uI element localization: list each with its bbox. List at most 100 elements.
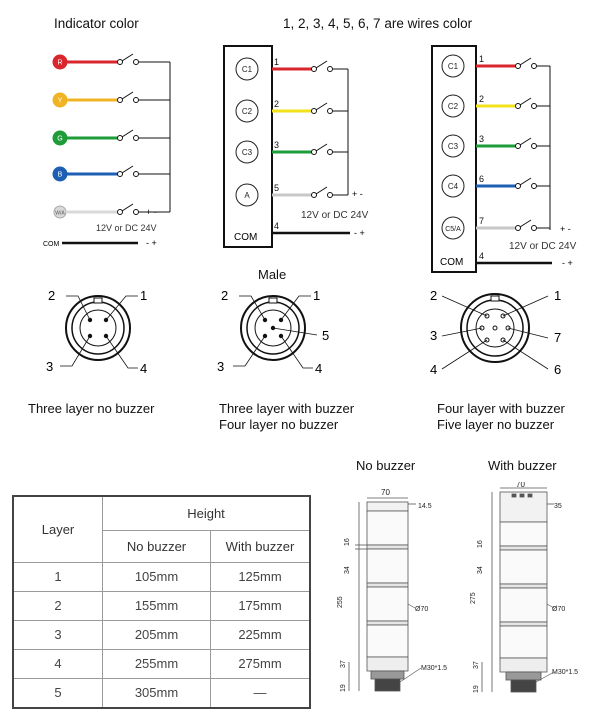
wire-number: 6 — [479, 174, 484, 184]
layer-cell: 4 — [12, 648, 103, 679]
diameter-dim: Ø70 — [415, 606, 428, 613]
com-terminal-label: COM — [440, 257, 463, 268]
pin-label: 2 — [430, 288, 437, 303]
polarity-top-label: + - — [352, 189, 363, 199]
with-buzzer-cell: 225mm — [210, 619, 311, 650]
switch-contact — [327, 149, 333, 155]
terminal-circle — [441, 216, 465, 240]
pin-label: 3 — [217, 359, 224, 374]
switch-contact — [311, 66, 317, 72]
switch-contact — [133, 135, 139, 141]
terminal-label: A — [244, 191, 250, 200]
switch-contact — [531, 143, 537, 149]
caption-three-layer-with-buzzer: Three layer with buzzer Four layer no bu… — [219, 401, 354, 433]
wire-number: 4 — [274, 221, 279, 231]
polarity-top-label: + - — [146, 207, 157, 217]
switch-contact — [133, 59, 139, 65]
com-terminal-label: COM — [234, 232, 257, 243]
indicator-letter: Y — [58, 98, 63, 105]
indicator-row: R — [52, 53, 170, 70]
layer-cell: 3 — [12, 619, 103, 650]
terminal-circle — [441, 134, 465, 158]
voltage-label: 12V or DC 24V — [509, 241, 577, 252]
polarity-bottom-label: - + — [354, 228, 365, 238]
caption-line: Four layer no buzzer — [219, 417, 339, 432]
pin-label: 3 — [46, 359, 53, 374]
base-dim: 37 — [473, 661, 480, 669]
total-height-dim: 275 — [470, 592, 477, 604]
terminal-circle — [441, 174, 465, 198]
switch-lever — [519, 219, 532, 228]
no-buzzer-cell: 205mm — [102, 619, 211, 650]
wire-number: 5 — [274, 183, 279, 193]
with-buzzer-drawing-title: With buzzer — [488, 458, 557, 473]
switch-lever — [519, 97, 532, 106]
switch-lever — [315, 102, 328, 111]
switch-contact — [327, 108, 333, 114]
with-buzzer-column-header: With buzzer — [210, 529, 311, 563]
pin-label: 2 — [48, 288, 55, 303]
indicator-letter: R — [57, 60, 62, 67]
caption-three-layer-no-buzzer: Three layer no buzzer — [28, 401, 154, 417]
voltage-label: 12V or DC 24V — [301, 210, 369, 221]
switch-contact — [117, 135, 123, 141]
caption-four-layer-with-buzzer: Four layer with buzzer Five layer no buz… — [437, 401, 565, 433]
terminal-circle — [235, 183, 259, 207]
wire-number: 3 — [274, 140, 279, 150]
thread-dim: M30*1.5 — [421, 665, 447, 672]
with-buzzer-cell: 175mm — [210, 590, 311, 621]
pin-label: 7 — [554, 330, 561, 345]
switch-contact — [117, 59, 123, 65]
wire-number: 7 — [479, 216, 484, 226]
caption-line: Three layer with buzzer — [219, 401, 355, 416]
layer-cell: 2 — [12, 590, 103, 621]
pin-label: 2 — [221, 288, 228, 303]
switch-contact — [117, 209, 123, 215]
switch-contact — [531, 63, 537, 69]
caption-line: Five layer no buzzer — [437, 417, 555, 432]
switch-contact — [133, 97, 139, 103]
indicator-letter: W/A — [55, 211, 65, 217]
wire-number: 2 — [479, 94, 484, 104]
wires-color-heading: 1, 2, 3, 4, 5, 6, 7 are wires color — [283, 16, 473, 31]
pin-label: 1 — [313, 288, 320, 303]
table-row: 5 305mm — — [12, 677, 311, 708]
switch-lever — [121, 165, 134, 174]
indicator-dot — [53, 205, 67, 219]
wire-row: 7 — [476, 216, 550, 231]
wire-row: 5 — [272, 183, 348, 198]
wire-row: 3 — [272, 140, 348, 155]
indicator-letter: B — [58, 172, 63, 179]
indicator-row: Y — [52, 91, 170, 108]
terminal-label: C1 — [242, 65, 253, 74]
terminal-circle — [441, 94, 465, 118]
no-buzzer-dimension-drawing: 70 14.5 16 34 255 37 19 Ø70 M30*1.5 — [337, 488, 447, 692]
table-row: 3 205mm 225mm — [12, 619, 311, 650]
polarity-bottom-label: - + — [562, 258, 573, 268]
wire-number: 2 — [274, 99, 279, 109]
indicator-letter: G — [57, 136, 62, 143]
no-buzzer-cell: 255mm — [102, 648, 211, 679]
switch-lever — [121, 129, 134, 138]
switch-contact — [531, 225, 537, 231]
com-label: COM — [43, 241, 60, 248]
no-buzzer-cell: 305mm — [102, 677, 211, 708]
segment-dim: 34 — [477, 566, 484, 574]
terminal-block — [431, 45, 477, 273]
pin-label: 1 — [140, 288, 147, 303]
switch-contact — [515, 143, 521, 149]
indicator-row: G — [52, 129, 170, 146]
height-column-header: Height — [102, 495, 311, 531]
terminal-circle — [441, 54, 465, 78]
indicator-row: B — [52, 165, 170, 182]
wire-row: 2 — [476, 94, 550, 109]
switch-lever — [519, 177, 532, 186]
segment-dim: 34 — [344, 566, 351, 574]
connector-7-pin: 2 1 3 7 4 6 — [430, 288, 561, 377]
height-table: Layer Height No buzzer With buzzer 1 105… — [12, 495, 311, 709]
terminal-label: C3 — [448, 142, 459, 151]
pin-label: 6 — [554, 362, 561, 377]
switch-contact — [515, 63, 521, 69]
